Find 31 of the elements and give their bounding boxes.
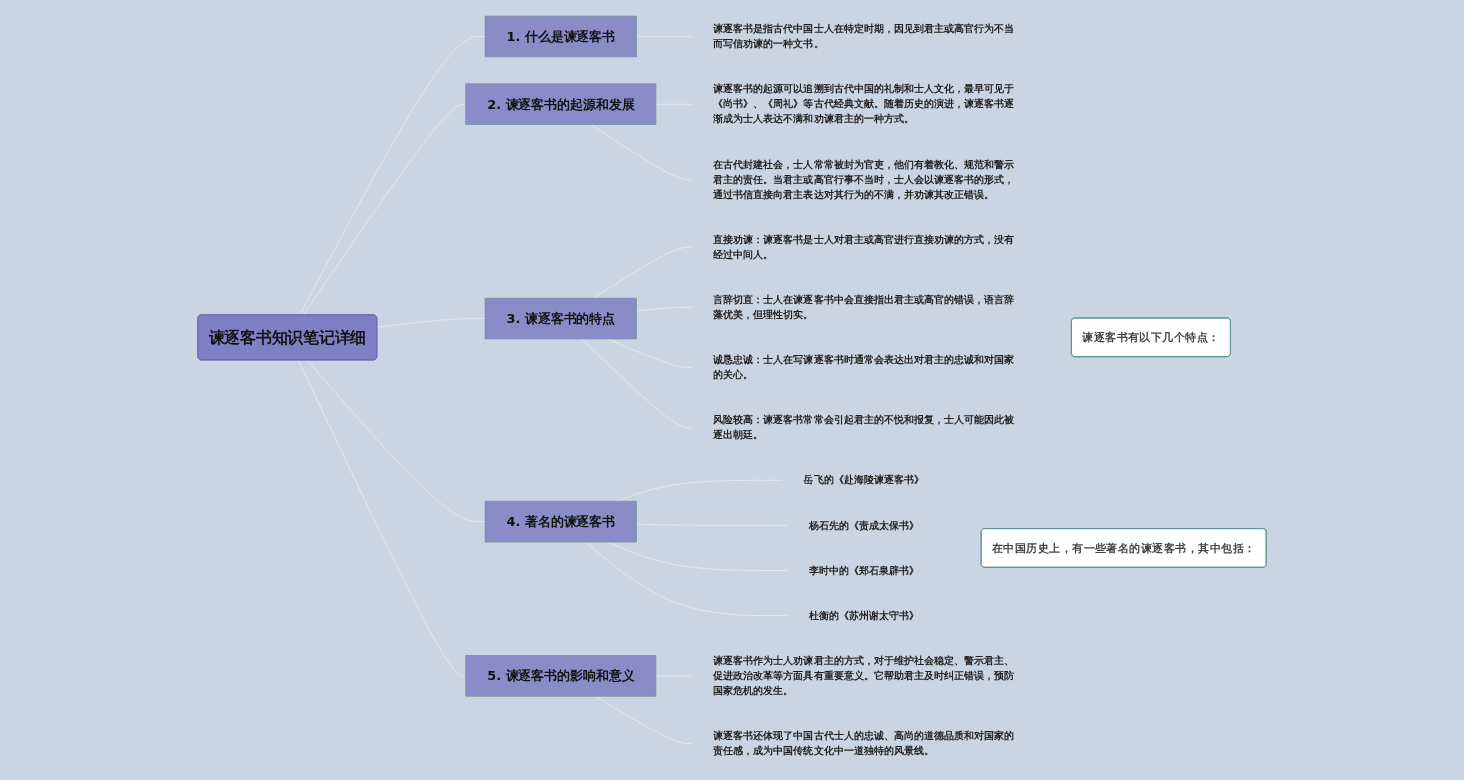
node-text: 李时中的《郑石泉辟书》 bbox=[808, 564, 919, 576]
connector bbox=[607, 338, 693, 368]
connector bbox=[306, 359, 486, 522]
node-text: 谏逐客书是指古代中国士人在特定时期，因见到君主或高官行为不当而写信劝谏的一种文书。 bbox=[713, 22, 1015, 50]
connector bbox=[585, 541, 788, 616]
node-text: 直接劝谏：谏逐客书是士人对君主或高官进行直接劝谏的方式，没有经过中间人。 bbox=[713, 233, 1015, 260]
node-text: 谏逐客书还体现了中国古代士人的忠诚、高尚的道德品质和对国家的责任感，成为中国传统文化中一道独特的风景线。 bbox=[713, 729, 1015, 757]
node-box: 5. 谏逐客书的影响和意义 bbox=[465, 655, 657, 697]
connector bbox=[581, 338, 693, 428]
connector bbox=[594, 695, 693, 744]
connector bbox=[302, 103, 467, 316]
node-box: 3. 谏逐客书的特点 bbox=[484, 297, 637, 340]
node-text: 杜衡的《苏州谢太守书》 bbox=[808, 609, 919, 621]
connector bbox=[376, 318, 486, 328]
node-text: 言辞切直：士人在谏逐客书中会直接指出君主或高官的错误，语言辞藻优美，但理性切实。 bbox=[713, 293, 1015, 321]
node-text: 岳飞的《赴海陵谏逐客书》 bbox=[803, 474, 924, 486]
node-box: 4. 著名的谏逐客书 bbox=[484, 500, 637, 543]
connector bbox=[298, 359, 467, 677]
node-text: 诚恳忠诚：士人在写谏逐客书时通常会表达出对君主的忠诚和对国家的关心。 bbox=[713, 353, 1015, 381]
node-text: 在古代封建社会，士人常常被封为官吏，他们有着教化、规范和警示君主的责任。当君主或高官行事不当时，士人会以谏逐客书的形式，通过书信直接向君主表达对其行为的不满，并劝谏其改正错误。 bbox=[713, 158, 1015, 200]
node-text: 谏逐客书作为士人劝谏君主的方式，对于维护社会稳定、警示君主、促进政治改革等方面具有重要意义。它帮助君主及时纠正错误，预防国家危机的发生。 bbox=[713, 654, 1015, 697]
connector bbox=[591, 124, 693, 180]
node-text: 杨石先的《责成太保书》 bbox=[808, 519, 919, 531]
connector bbox=[636, 306, 693, 312]
connector bbox=[616, 479, 783, 502]
node-box: 1. 什么是谏逐客书 bbox=[484, 15, 637, 58]
connector bbox=[299, 36, 486, 316]
node-text: 谏逐客书的起源可以追溯到古代中国的礼制和士人文化，最早可见于《尚书》、《周礼》等古代经典文献。随着历史的演进，谏逐客书逐渐成为士人表达不满和劝谏君主的一种方式。 bbox=[713, 83, 1015, 125]
node-box: 2. 谏逐客书的起源和发展 bbox=[465, 83, 657, 125]
connector bbox=[592, 246, 693, 299]
node-text: 风险较高：谏逐客书常常会引起君主的不悦和报复，士人可能因此被逐出朝廷。 bbox=[713, 414, 1015, 441]
